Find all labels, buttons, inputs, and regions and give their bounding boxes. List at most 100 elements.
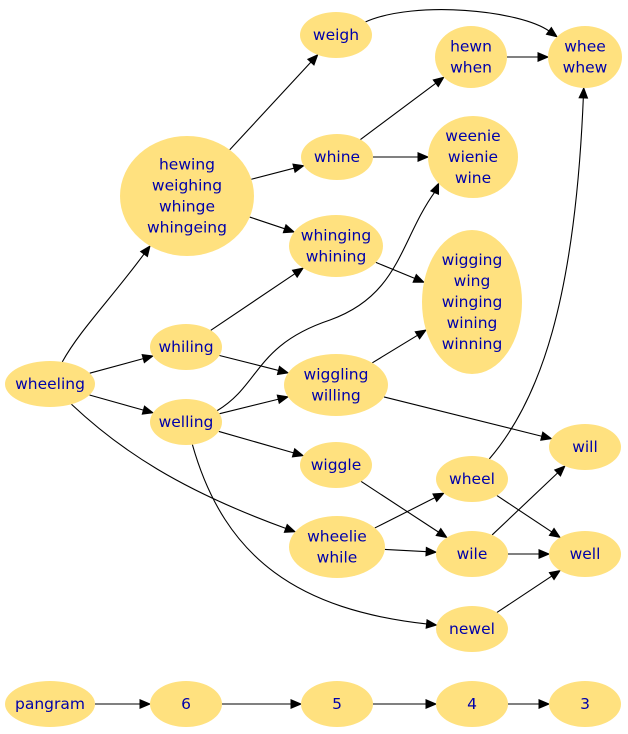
edge-whiling-to-whinging [210,267,305,331]
node-ellipse [548,26,622,88]
node-label: whinge [159,198,215,216]
edge-r4-to-r3 [508,699,551,709]
node-ellipse [436,606,508,652]
arrowhead-icon [417,152,430,162]
node-r6: 6 [150,681,222,727]
arrowhead-icon [276,394,290,405]
node-r3: 3 [549,681,621,727]
node-ellipse [5,681,95,727]
node-label: whiling [158,338,213,356]
edge-line [496,575,553,613]
arrowhead-icon [545,26,559,38]
edge-wheelie-to-wile [384,546,438,557]
arrowhead-icon [290,699,303,709]
node-label: weenie [445,127,500,145]
edge-line [89,357,145,374]
node-wile: wile [436,531,508,577]
arrowhead-icon [291,447,305,458]
edge-line [216,191,436,412]
arrowhead-icon [425,699,438,709]
node-label: whining [306,248,367,266]
arrowhead-icon [429,182,440,196]
edge-welling-to-newel [191,444,438,629]
arrowhead-icon [537,52,550,62]
arrowhead-icon [282,223,296,234]
edge-welling-to-wiggle [218,430,305,458]
edge-weigh-to-whee [365,9,559,38]
edge-whinging-to-wigging [375,261,426,283]
edge-wheel-to-well [496,495,562,539]
node-label: 6 [181,695,191,713]
node-label: willing [311,387,361,405]
node-label: whee [564,38,606,56]
edge-wheeling-to-wheelie [71,403,297,533]
node-ellipse [435,26,507,88]
edge-whine-to-hewn [360,76,445,140]
edge-newel-to-well [496,569,562,613]
node-r5: 5 [301,681,373,727]
edge-hewing-to-whinging [249,216,296,234]
edge-line [229,61,312,151]
edge-hewing-to-weigh [229,53,319,151]
node-label: hewing [159,156,215,174]
node-will: will [549,424,621,470]
edge-line [496,495,553,533]
arrowhead-icon [435,527,448,539]
arrowhead-icon [412,273,426,283]
arrowhead-icon [283,523,297,533]
node-label: weigh [313,26,359,44]
arrowhead-icon [425,619,438,629]
node-weigh: weigh [300,12,372,58]
arrowhead-icon [548,569,562,581]
edge-line [219,354,280,372]
node-label: winging [442,293,503,311]
arrowhead-icon [553,465,566,477]
node-label: winning [442,335,503,353]
node-label: 5 [332,695,342,713]
node-ellipse [301,134,373,180]
edge-line [251,167,296,180]
node-label: whingeing [147,219,227,237]
node-welling: welling [150,399,222,445]
nodes-layer: weighwheewhewhewnwhenhewingweighingwhing… [5,12,622,727]
arrowhead-icon [432,76,445,88]
edge-pangram-to-r6 [95,699,152,709]
edge-line [61,252,146,363]
node-label: wheeling [15,375,85,393]
arrowhead-icon [414,329,428,340]
node-ellipse [422,230,522,374]
node-ellipse [300,442,372,488]
edge-line [191,444,428,625]
edge-wiggling-to-will [383,396,553,441]
node-pangram: pangram [5,681,95,727]
edge-line [218,430,295,454]
node-ellipse [289,516,385,578]
arrowhead-icon [141,405,155,415]
node-ellipse [150,399,222,445]
node-label: will [572,438,598,456]
node-ellipse [428,116,518,198]
edge-line [372,334,419,364]
edge-wiggling-to-wigging [372,329,428,364]
node-label: wiggling [304,366,369,384]
edge-wheeling-to-welling [89,394,155,415]
node-ellipse [5,361,95,407]
node-label: whinging [301,227,371,245]
arrowhead-icon [291,267,305,279]
edge-line [384,548,428,553]
node-label: newel [449,620,495,638]
node-label: wigging [442,251,503,269]
node-label: wine [455,169,491,187]
node-ellipse [549,424,621,470]
edge-line [71,403,287,530]
node-r4: 4 [436,681,508,727]
edge-hewn-to-whee [507,52,550,62]
edge-r5-to-r4 [373,699,438,709]
node-label: wing [454,272,491,290]
edge-wheel-to-whee [488,86,589,460]
